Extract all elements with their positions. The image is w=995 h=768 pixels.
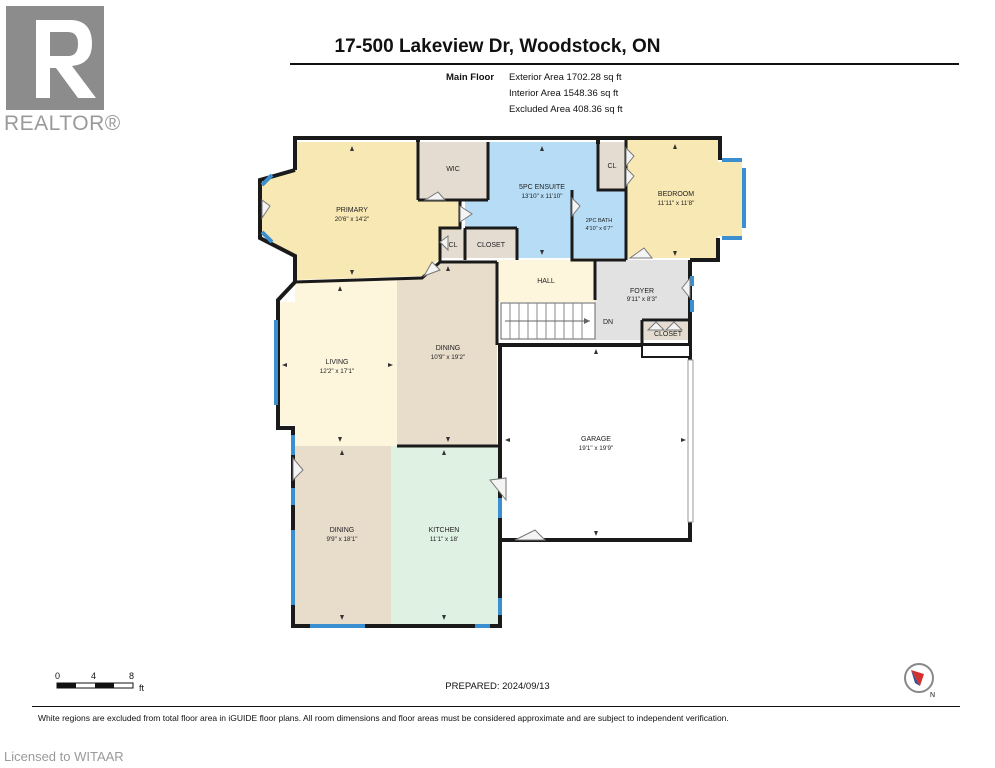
scale-unit: ft — [139, 683, 145, 693]
room-primary — [262, 142, 460, 280]
walls — [258, 136, 722, 628]
license-watermark: Licensed to WITAAR — [4, 749, 124, 764]
dim-garage: 19'1" x 19'9" — [579, 445, 614, 452]
dim-foyer: 9'11" x 8'3" — [627, 296, 658, 303]
room-dining-lower — [293, 446, 391, 624]
excluded-area: Excluded Area 408.36 sq ft — [509, 104, 623, 115]
label-kitchen: KITCHEN — [429, 527, 460, 534]
label-cl-top: CL — [608, 163, 617, 170]
garage-threshold — [641, 344, 691, 358]
footer-divider — [32, 706, 960, 707]
room-living — [278, 280, 397, 446]
prepared-date: PREPARED: 2024/09/13 — [445, 681, 550, 692]
label-cl-primary: CL — [449, 242, 458, 249]
room-hall — [497, 260, 595, 302]
room-garage — [500, 345, 690, 540]
label-stairs-down: DN — [603, 319, 613, 326]
realtor-wordmark: REALTOR® — [4, 112, 121, 135]
room-closet-mid — [465, 228, 517, 258]
title-divider — [290, 63, 959, 65]
page-title: 17-500 Lakeview Dr, Woodstock, ON — [334, 36, 661, 57]
scale-tick-4: 4 — [91, 671, 96, 681]
compass-icon: N — [904, 663, 935, 699]
compass-north-label: N — [930, 692, 935, 699]
garage-door — [687, 359, 694, 523]
dim-kitchen: 11'1" x 18' — [430, 536, 458, 543]
room-cl-top — [598, 142, 626, 190]
windows — [260, 158, 746, 628]
staircase — [500, 302, 596, 340]
room-bedroom — [626, 140, 742, 258]
label-dining-lower: DINING — [330, 527, 355, 534]
realtor-logo — [6, 6, 104, 110]
label-closet-mid: CLOSET — [477, 242, 506, 249]
realtor-r-icon — [36, 20, 96, 98]
label-hall: HALL — [537, 278, 555, 285]
dim-dining-lower: 9'9" x 18'1" — [326, 536, 357, 543]
label-wic: WIC — [446, 166, 460, 173]
label-bedroom: BEDROOM — [658, 191, 694, 198]
exterior-area: Exterior Area 1702.28 sq ft — [509, 72, 622, 83]
room-kitchen — [391, 446, 498, 624]
room-wic — [418, 142, 488, 200]
dim-primary: 20'6" x 14'2" — [335, 216, 370, 223]
label-dining-upper: DINING — [436, 345, 461, 352]
door-swings — [261, 146, 691, 541]
dim-living: 12'2" x 17'1" — [320, 368, 355, 375]
scale-tick-8: 8 — [129, 671, 134, 681]
scale-tick-0: 0 — [55, 671, 60, 681]
disclaimer: White regions are excluded from total fl… — [38, 713, 729, 723]
label-foyer: FOYER — [630, 288, 654, 295]
dim-2pc-bath: 4'10" x 6'7" — [585, 226, 612, 232]
label-2pc-bath: 2PC BATH — [586, 218, 613, 224]
floor-name: Main Floor — [446, 72, 495, 83]
scale-bar: 0 4 8 ft — [55, 671, 145, 693]
room-dining-upper — [397, 262, 497, 446]
room-labels: PRIMARY 20'6" x 14'2" WIC 5PC ENSUITE 13… — [320, 163, 695, 543]
label-ensuite: 5PC ENSUITE — [519, 184, 565, 191]
dim-dining-upper: 10'9" x 19'2" — [431, 354, 466, 361]
dimension-markers — [282, 144, 686, 620]
label-living: LIVING — [326, 359, 349, 366]
dim-bedroom: 11'11" x 11'8" — [658, 200, 695, 207]
interior-area: Interior Area 1548.36 sq ft — [509, 88, 619, 99]
dim-ensuite: 13'10" x 11'10" — [521, 193, 562, 200]
room-2pc-bath — [572, 190, 626, 258]
label-closet-foyer: CLOSET — [654, 331, 683, 338]
label-primary: PRIMARY — [336, 207, 368, 214]
label-garage: GARAGE — [581, 436, 611, 443]
